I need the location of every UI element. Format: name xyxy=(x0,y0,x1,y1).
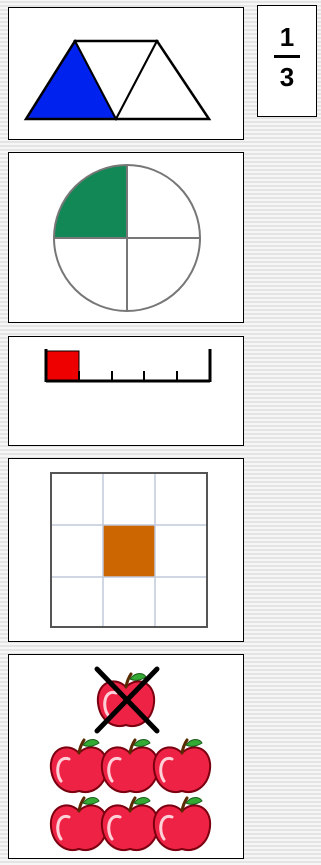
apple-icon xyxy=(102,798,158,851)
apple-set-model xyxy=(9,655,243,858)
fraction-numerator: 1 xyxy=(258,24,316,50)
apple-icon xyxy=(154,798,210,851)
circle-model xyxy=(9,153,243,322)
shaded-cell xyxy=(103,525,155,577)
apple-icon xyxy=(154,740,210,793)
fraction-denominator: 3 xyxy=(258,64,316,90)
choice-card-number-line[interactable] xyxy=(8,336,244,446)
choice-card-apples[interactable] xyxy=(8,654,244,859)
fraction-bar xyxy=(274,55,300,58)
shaded-quarter xyxy=(54,165,127,238)
apple-icon xyxy=(51,740,107,793)
target-fraction: 1 3 xyxy=(258,24,316,90)
number-line-model xyxy=(9,337,243,445)
apple-icon xyxy=(51,798,107,851)
apple-icon xyxy=(102,740,158,793)
grid-model xyxy=(9,459,243,641)
trapezoid-model xyxy=(9,8,243,139)
shaded-segment xyxy=(46,351,79,381)
choice-card-grid[interactable] xyxy=(8,458,244,642)
choice-card-circle[interactable] xyxy=(8,152,244,323)
choice-card-trapezoid[interactable] xyxy=(8,7,244,140)
target-fraction-box: 1 3 xyxy=(257,5,317,117)
